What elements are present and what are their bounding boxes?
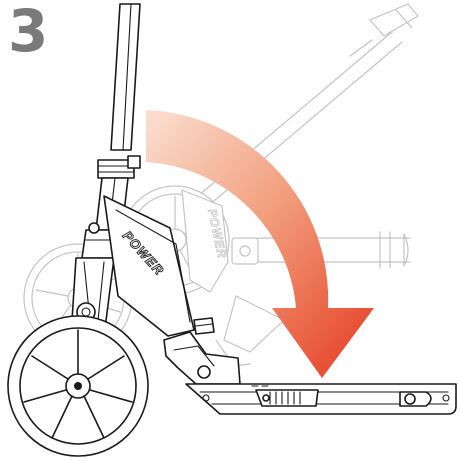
step-number: 3	[8, 0, 48, 65]
fold-arrow-icon	[146, 110, 374, 378]
scooter-folded-icon: POWER	[7, 3, 457, 457]
